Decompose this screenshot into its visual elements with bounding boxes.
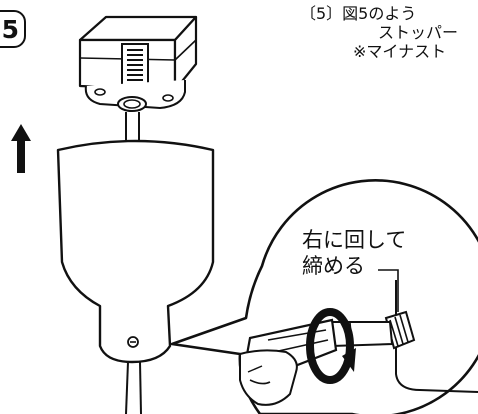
callout-label-line-2: 締める — [302, 254, 365, 278]
instruction-line-2: ストッパー — [378, 23, 459, 42]
callout-cord — [395, 280, 478, 393]
ceiling-box — [78, 15, 198, 112]
pendant-body — [56, 139, 215, 364]
callout-contents — [239, 269, 478, 406]
hand-icon — [239, 349, 298, 406]
instruction-line-1: 〔5〕図5のよう — [300, 4, 417, 23]
instruction-line-3: ※マイナスト — [353, 42, 447, 61]
cord-top — [125, 112, 140, 142]
cord-bottom — [125, 361, 142, 414]
callout-label-line-1: 右に回して — [302, 228, 407, 252]
callout-leader — [378, 269, 399, 312]
rotate-clockwise-icon — [306, 308, 356, 384]
step-number: 5 — [1, 14, 19, 44]
up-arrow-icon — [11, 124, 31, 173]
step-number-badge: 5 — [0, 10, 26, 48]
